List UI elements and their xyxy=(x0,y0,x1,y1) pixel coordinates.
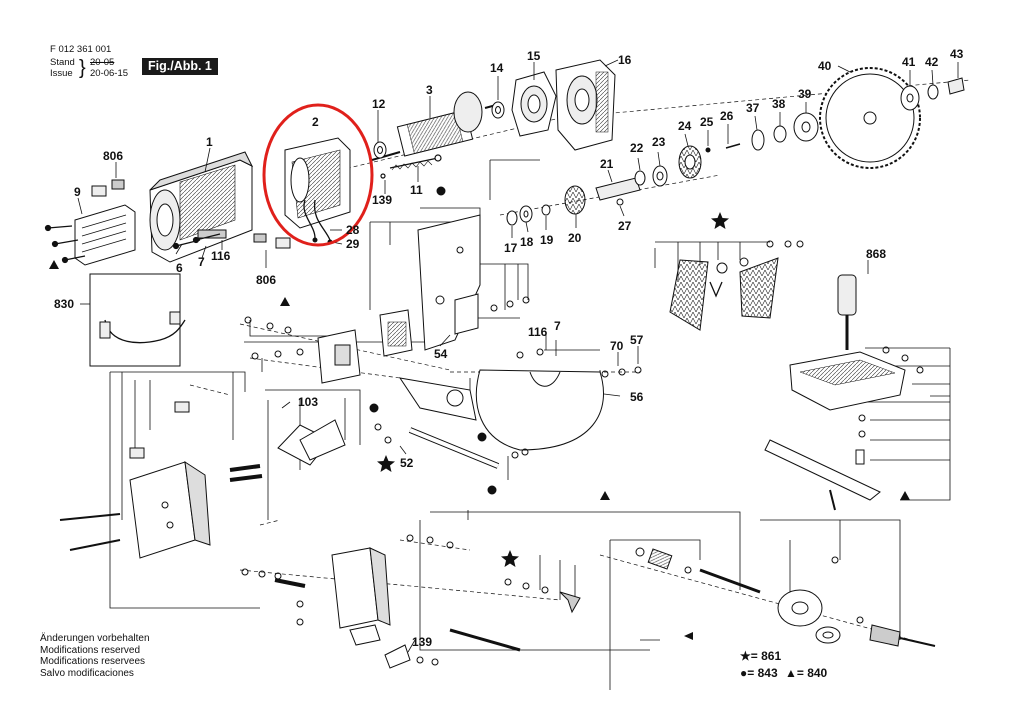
part-label: 9 xyxy=(74,185,81,199)
part-label: 56 xyxy=(630,390,644,404)
legend-star: ★= 861 xyxy=(740,649,781,663)
armature xyxy=(371,91,501,161)
wiring-harness-830 xyxy=(89,273,186,367)
marker-dots xyxy=(369,186,497,495)
table-assembly-868 xyxy=(764,274,906,511)
blade-flange-nut xyxy=(900,77,965,111)
part-label: 12 xyxy=(372,97,386,111)
part-label: 1 xyxy=(206,135,213,149)
part-label: 20 xyxy=(568,231,582,245)
marker-triangles xyxy=(49,260,910,640)
issue-date: 20-06-15 xyxy=(90,68,129,79)
part-label: 17 xyxy=(504,241,518,255)
legend-dot-text: = 843 xyxy=(747,666,778,680)
brush-holder xyxy=(91,179,291,249)
lower-bracket xyxy=(274,547,521,669)
part-label: 7 xyxy=(554,319,561,333)
part-label: 103 xyxy=(298,395,318,409)
part-label: 24 xyxy=(678,119,692,133)
blade-guard-56 xyxy=(475,369,604,451)
note-line: Modifications reserved xyxy=(40,644,141,656)
part-label: 40 xyxy=(818,59,832,73)
part-label: 830 xyxy=(54,297,74,311)
small-hardware xyxy=(241,240,924,666)
gear-housing-16 xyxy=(555,59,616,151)
motor-housing xyxy=(149,151,254,263)
part-label: 18 xyxy=(520,235,534,249)
marker-stars xyxy=(377,212,729,567)
part-label: 6 xyxy=(176,261,183,275)
part-label: 15 xyxy=(527,49,541,63)
part-label: 39 xyxy=(798,87,812,101)
part-label: 11 xyxy=(410,183,423,197)
note-line: Modifications reservees xyxy=(40,656,146,667)
part-label: 2 xyxy=(312,115,319,129)
guard-plate-54 xyxy=(417,214,481,351)
part-label: 22 xyxy=(630,141,644,155)
part-label: 28 xyxy=(346,223,360,237)
part-label: 26 xyxy=(720,109,734,123)
part-label: 52 xyxy=(400,456,414,470)
part-label: 43 xyxy=(950,47,964,61)
saw-blade xyxy=(819,67,921,169)
highlight-ring xyxy=(262,103,374,247)
guard-linkage xyxy=(398,377,500,469)
part-label: 19 xyxy=(540,233,554,247)
part-label: 806 xyxy=(256,273,276,287)
spindle-parts xyxy=(506,112,819,226)
part-label: 42 xyxy=(925,55,939,69)
legend-star-text: = 861 xyxy=(750,649,782,663)
wing-knob xyxy=(559,591,581,614)
legend-dot: ●= 843 ▲= 840 xyxy=(740,666,827,680)
part-label: 16 xyxy=(618,53,632,67)
issue-label: Issue xyxy=(50,68,73,79)
clamp-spindle-assembly xyxy=(647,548,936,647)
screw-set-left xyxy=(44,224,221,264)
legend-triangle-text: = 840 xyxy=(796,666,828,680)
part-label: 54 xyxy=(434,347,448,361)
blade-insert-parts xyxy=(669,257,779,331)
leader-lines xyxy=(77,59,959,653)
part-label: 3 xyxy=(426,83,433,97)
part-label: 38 xyxy=(772,97,786,111)
part-label: 37 xyxy=(746,101,760,115)
part-label: 21 xyxy=(600,157,614,171)
note-line: Salvo modificaciones xyxy=(40,667,134,679)
part-label: 27 xyxy=(618,219,632,233)
bracket-plates xyxy=(317,309,413,384)
figure-label: Fig./Abb. 1 xyxy=(142,58,218,75)
base-bracket-left xyxy=(59,460,211,559)
part-label: 7 xyxy=(198,255,205,269)
part-label: 139 xyxy=(412,635,432,649)
brace-glyph: } xyxy=(79,57,86,79)
part-label: 14 xyxy=(490,61,504,75)
modification-notes: Änderungen vorbehalten Modifications res… xyxy=(40,633,150,679)
part-label: 806 xyxy=(103,149,123,163)
pivot-bracket-103 xyxy=(129,401,346,482)
stand-label: Stand xyxy=(50,57,75,68)
part-label: 70 xyxy=(610,339,624,353)
dot-icon: ● xyxy=(740,666,748,680)
part-label: 23 xyxy=(652,135,666,149)
note-line: Änderungen vorbehalten xyxy=(40,633,150,644)
tie-bolt-11 xyxy=(380,154,442,179)
bearing-flange-15 xyxy=(511,71,557,137)
part-label: 29 xyxy=(346,237,360,251)
bearing-14 xyxy=(491,101,505,119)
stand-date: 20-05 xyxy=(90,57,115,68)
part-label: 139 xyxy=(372,193,392,207)
part-label: 868 xyxy=(866,247,886,261)
part-label: 41 xyxy=(902,55,916,69)
part-label: 57 xyxy=(630,333,644,347)
bearing-12 xyxy=(373,141,387,159)
star-icon: ★ xyxy=(740,649,751,663)
part-label: 116 xyxy=(528,325,548,339)
triangle-icon: ▲ xyxy=(784,666,797,680)
part-number-labels: 1 2 3 6 7 7 9 11 12 14 15 16 17 18 19 20… xyxy=(54,47,964,649)
field-coil xyxy=(284,137,351,245)
part-label: 25 xyxy=(700,115,714,129)
part-label: 116 xyxy=(211,249,231,263)
document-number: F 012 361 001 xyxy=(50,44,112,55)
